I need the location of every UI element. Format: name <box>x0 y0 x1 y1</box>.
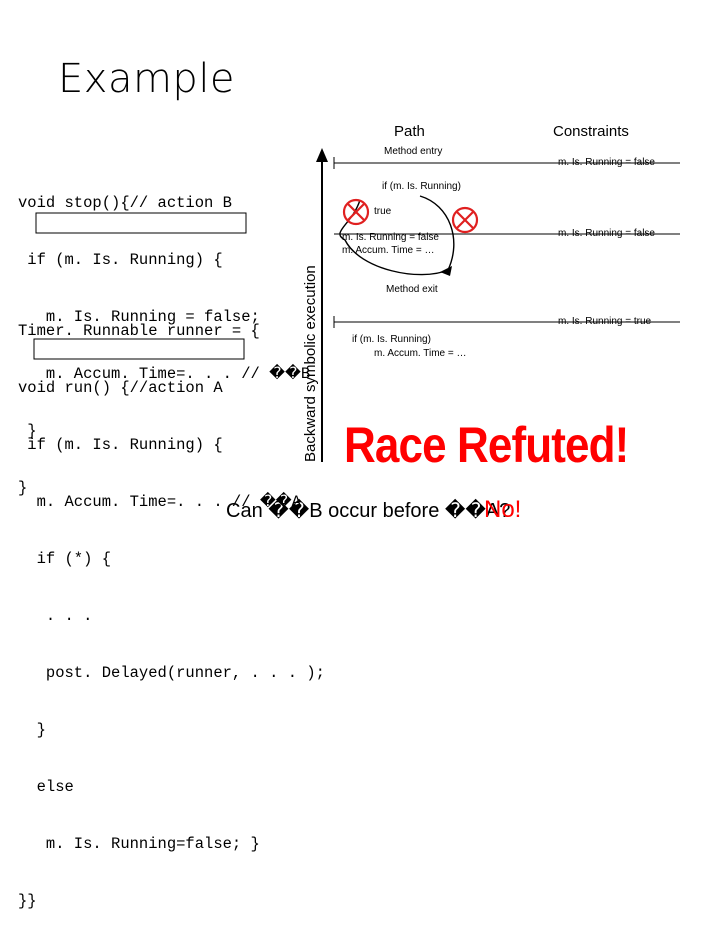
code-line: if (m. Is. Running) { <box>18 251 223 269</box>
answer-text: No! <box>484 496 522 523</box>
code-line: if (*) { <box>18 550 112 568</box>
curve-arrowhead <box>440 266 452 276</box>
if-running-label-2: if (m. Is. Running) <box>352 334 431 345</box>
code-line: } <box>18 721 46 739</box>
false-branch-curve <box>419 195 455 271</box>
highlight-box-b <box>35 212 247 234</box>
stmt-accum-time: m. Accum. Time = … <box>342 245 435 256</box>
code-line: else <box>18 778 74 796</box>
code-line: if (m. Is. Running) { <box>18 436 223 454</box>
code-line: } <box>18 479 28 497</box>
slide-title: Example <box>58 56 236 102</box>
path-header: Path <box>394 123 425 140</box>
refute-icon <box>451 206 479 234</box>
stmt-accum-time-2: m. Accum. Time = … <box>374 348 467 359</box>
refute-icon <box>342 198 370 226</box>
constraint-2: m. Is. Running = false <box>558 228 655 239</box>
question-text: Can ��B occur before ��A? <box>226 500 511 522</box>
code-line-highlighted: m. Accum. Time=. . . // ��B <box>18 365 311 383</box>
code-line: void run() {//action A <box>18 379 223 397</box>
true-label: true <box>374 206 392 217</box>
axis-arrowhead <box>316 148 328 162</box>
constraint-3: m. Is. Running = true <box>558 316 652 327</box>
constraint-1: m. Is. Running = false <box>558 157 655 168</box>
if-running-label: if (m. Is. Running) <box>382 181 461 192</box>
constraints-header: Constraints <box>553 123 629 140</box>
method-entry-label: Method entry <box>384 146 443 157</box>
code-line: }} <box>18 892 37 910</box>
code-line: m. Is. Running=false; } <box>18 835 260 853</box>
code-block-stop: void stop(){// action B if (m. Is. Runni… <box>18 156 310 517</box>
axis-label: Backward symbolic execution <box>302 265 319 462</box>
code-line: . . . <box>18 607 93 625</box>
method-exit-label: Method exit <box>386 284 438 295</box>
code-line: void stop(){// action B <box>18 194 232 212</box>
execution-diagram <box>33 148 680 462</box>
code-line: } <box>18 422 37 440</box>
code-line: post. Delayed(runner, . . . ); <box>18 664 325 682</box>
verdict-text: Race Refuted! <box>344 417 629 473</box>
code-line-highlighted: m. Accum. Time=. . . // ��A <box>18 493 301 511</box>
code-line: m. Is. Running = false; <box>18 308 260 326</box>
code-line: Timer. Runnable runner = { <box>18 322 260 340</box>
stmt-running-false: m. Is. Running = false <box>342 232 439 243</box>
highlight-box-a <box>33 338 245 360</box>
